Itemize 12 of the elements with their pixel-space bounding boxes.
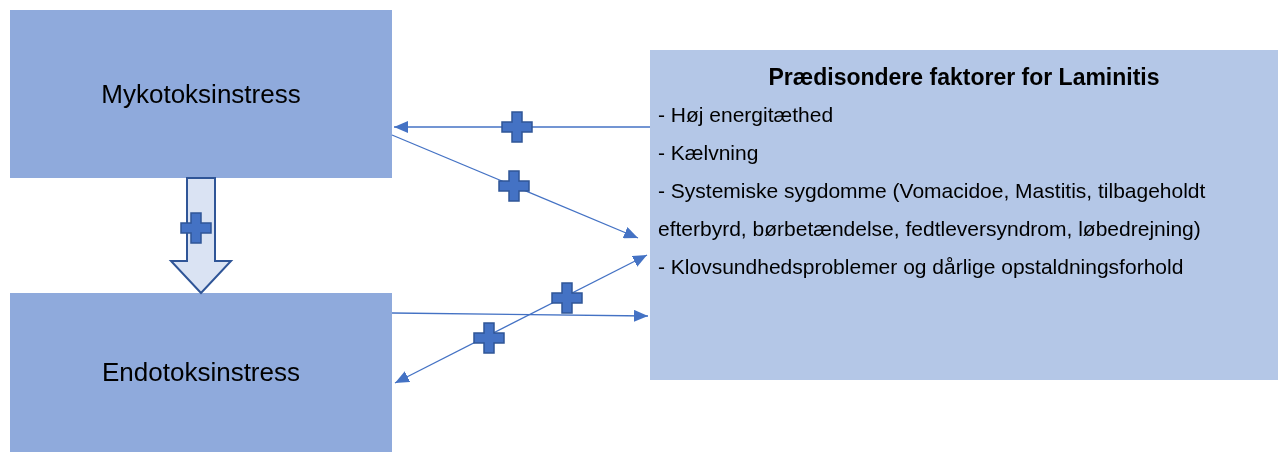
arrow xyxy=(391,134,639,239)
list-item: - Klovsundhedsproblemer og dårlige opstaldningsforhold xyxy=(658,254,1185,280)
process-box xyxy=(10,10,392,178)
box-label: Mykotoksinstress xyxy=(101,78,301,110)
list-item: - Systemiske sygdomme (Vomacidoe, Mastitis, tilbageholdt efterbyrd, børbetændelse, fedtleversyndrom, løbedrejning) xyxy=(658,178,1207,242)
factor-list-box xyxy=(650,50,1278,380)
arrow xyxy=(391,309,649,322)
process-box xyxy=(10,293,392,452)
list-item: - Kælvning xyxy=(658,140,760,166)
list-item: - Høj energitæthed xyxy=(658,102,835,128)
box-heading: Prædisondere faktorer for Laminitis xyxy=(767,63,1161,92)
box-label: Endotoksinstress xyxy=(102,357,300,388)
